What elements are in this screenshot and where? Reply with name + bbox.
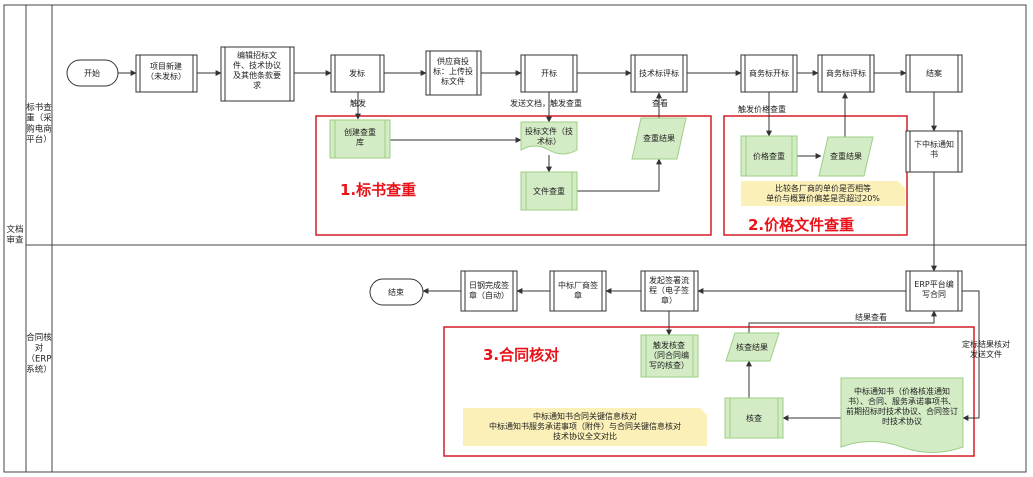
svg-text:比较各厂商的单价是否相等单价与概算价偏差是否超过20%: 比较各厂商的单价是否相等单价与概算价偏差是否超过20%	[766, 183, 880, 203]
close-node: 结案	[905, 54, 963, 93]
supplier-upload-node: 供应商投标：上传投标文件	[425, 50, 482, 96]
section-box-2	[723, 115, 908, 236]
biz-open-node: 商务标开标	[740, 54, 798, 93]
svg-text:中标通知书合同关键信息核对中标通知书服务承诺事项（附件）与合: 中标通知书合同关键信息核对中标通知书服务承诺事项（附件）与合同关键信息核对技术协…	[489, 411, 681, 441]
svg-text:商务标评标: 商务标评标	[826, 68, 866, 78]
file-duplicate-check-node: 文件查重	[520, 171, 578, 211]
price-result-data-node: 查重结果	[818, 136, 874, 177]
edge-label-trigger: 触发	[350, 98, 366, 108]
tech-eval-node: 技术标评标	[630, 54, 688, 93]
section-box-3	[443, 326, 975, 457]
edge-label-settle-send: 定标结果核对发送文件	[962, 339, 1010, 359]
project-create-node: 项目新建（未发标）	[135, 54, 198, 93]
end-terminal: 结束	[369, 278, 424, 306]
connectors	[118, 70, 980, 421]
lane-label-bid-duplicate: 标书查重（采购电商平台）	[26, 102, 52, 145]
svg-text:核查: 核查	[746, 413, 762, 423]
create-duplicate-db-node: 创建查重库	[329, 119, 391, 159]
svg-text:投标文件（技术标）: 投标文件（技术标）	[525, 126, 573, 146]
svg-text:中标厂商签章: 中标厂商签章	[558, 280, 598, 300]
svg-text:供应商投标：上传投标文件: 供应商投标：上传投标文件	[433, 56, 473, 86]
erp-contract-node: ERP平台编写合同	[905, 270, 963, 312]
svg-text:触发核查（同合同编写的核查）: 触发核查（同合同编写的核查）	[649, 340, 689, 370]
svg-text:商务标开标: 商务标开标	[749, 68, 789, 78]
lane-label-document-review: 文档审查	[6, 224, 24, 246]
section-label-2: 2.价格文件查重	[748, 216, 854, 234]
biz-eval-node: 商务标评标	[817, 54, 875, 93]
svg-text:下中标通知书: 下中标通知书	[914, 139, 954, 159]
vendor-sign-node: 中标厂商签章	[549, 270, 607, 312]
verify-node: 核查	[724, 397, 784, 439]
documents-node: 中标通知书（价格核准通知书）、合同、服务承诺事项书、前期招标时技术协议、合同签订…	[840, 377, 964, 453]
award-notice-node: 下中标通知书	[905, 130, 963, 173]
svg-text:开标: 开标	[541, 68, 557, 78]
edit-docs-node: 编辑招标文件、技术协议及其他条款要求	[220, 46, 295, 102]
section-label-1: 1.标书查重	[340, 181, 416, 199]
svg-text:项目新建（未发标）: 项目新建（未发标）	[146, 61, 186, 81]
svg-text:创建查重库: 创建查重库	[344, 127, 376, 147]
bid-open-node: 开标	[520, 54, 578, 93]
check-result-data-node: 查重结果	[631, 117, 687, 160]
swimlane-frame	[3, 4, 1027, 473]
svg-text:文件查重: 文件查重	[533, 186, 565, 196]
price-check-node: 价格查重	[740, 135, 798, 177]
svg-text:技术标评标: 技术标评标	[639, 68, 679, 78]
section-box-1	[315, 115, 712, 236]
svg-text:ERP平台编写合同: ERP平台编写合同	[914, 279, 953, 299]
svg-text:编辑招标文件、技术协议及其他条款要求: 编辑招标文件、技术协议及其他条款要求	[233, 50, 281, 90]
svg-text:开始: 开始	[84, 68, 100, 78]
svg-text:结束: 结束	[388, 287, 404, 297]
verify-result-data-node: 核查结果	[725, 332, 780, 362]
edge-label-trigger-price: 触发价格查重	[738, 104, 786, 114]
svg-text:结案: 结案	[926, 68, 942, 78]
bid-file-doc-node: 投标文件（技术标）	[520, 121, 578, 155]
svg-text:发起签署流程（电子签章）: 发起签署流程（电子签章）	[649, 275, 689, 305]
edge-label-result-view: 结果查看	[855, 312, 887, 322]
edge-label-send-docs: 发送文档，触发查重	[510, 98, 582, 108]
start-terminal: 开始	[66, 59, 119, 87]
svg-text:价格查重: 价格查重	[753, 151, 785, 161]
svg-text:查重结果: 查重结果	[830, 151, 862, 161]
contract-note: 中标通知书合同关键信息核对中标通知书服务承诺事项（附件）与合同关键信息核对技术协…	[463, 408, 707, 446]
steel-sign-node: 日钢完成签章（自动）	[460, 270, 518, 312]
price-note: 比较各厂商的单价是否相等单价与概算价偏差是否超过20%	[741, 181, 905, 206]
edge-label-view: 查看	[652, 98, 668, 108]
svg-text:核查结果: 核查结果	[736, 342, 768, 352]
sign-flow-node: 发起签署流程（电子签章）	[640, 270, 699, 312]
svg-text:发标: 发标	[349, 68, 365, 78]
publish-node: 发标	[330, 54, 385, 93]
svg-text:中标通知书（价格核准通知书）、合同、服务承诺事项书、前期招标: 中标通知书（价格核准通知书）、合同、服务承诺事项书、前期招标时技术协议、合同签订…	[846, 386, 958, 426]
svg-text:查重结果: 查重结果	[643, 133, 675, 143]
section-label-3: 3.合同核对	[483, 346, 559, 364]
trigger-check-node: 触发核查（同合同编写的核查）	[640, 334, 699, 378]
svg-text:日钢完成签章（自动）: 日钢完成签章（自动）	[469, 280, 509, 300]
